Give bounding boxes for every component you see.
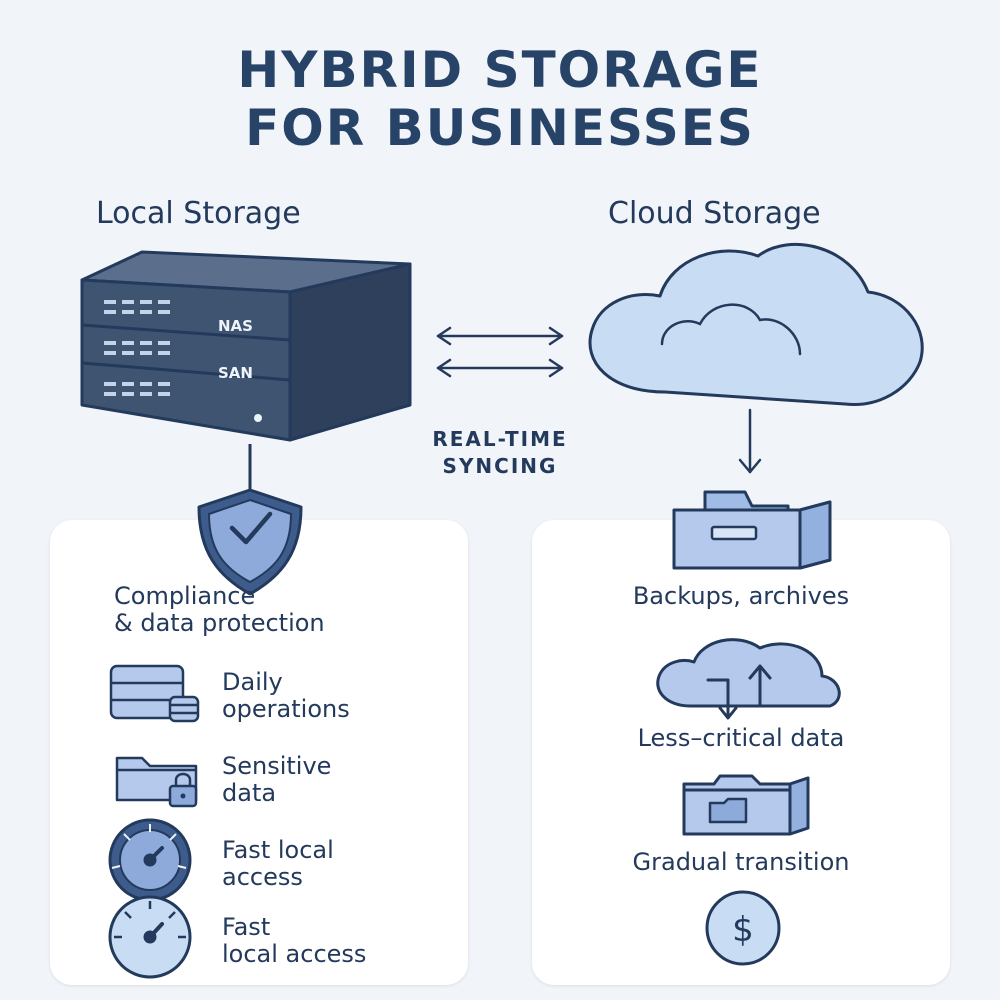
local-benefit-line-1: Compliance: [114, 582, 256, 610]
server-label-san: SAN: [218, 364, 253, 382]
local-benefit-line-2: & data protection: [114, 609, 325, 637]
local-item-daily-operations: Daily operations: [222, 669, 350, 723]
cloud-down-arrow: [738, 408, 762, 474]
local-item-line-2: access: [222, 863, 303, 891]
sync-label-line-2: SYNCING: [442, 454, 558, 478]
sync-arrows-icon: [436, 326, 564, 378]
local-item-line-2: data: [222, 779, 277, 807]
local-item-fast-local-access: Fast local access: [222, 837, 334, 891]
cloud-item-gradual-transition: Gradual transition: [632, 848, 850, 876]
sync-label-line-1: REAL-TIME: [432, 427, 568, 451]
cloud-item-backups-archives: Backups, archives: [632, 582, 850, 610]
page-title-line-1: HYBRID STORAGE: [237, 41, 763, 99]
local-item-line-1: Fast local: [222, 836, 334, 864]
local-item-line-1: Sensitive: [222, 752, 332, 780]
local-item-sensitive-data: Sensitive data: [222, 753, 331, 807]
local-item-line-2: operations: [222, 695, 350, 723]
sync-label: REAL-TIME SYNCING: [380, 426, 620, 480]
local-item-fast-local-access-2: Fast local access: [222, 914, 366, 968]
cloud-storage-heading: Cloud Storage: [608, 196, 821, 231]
cloud-storage-icon: [588, 242, 924, 406]
local-storage-heading: Local Storage: [96, 196, 301, 231]
page-title-line-2: FOR BUSINESSES: [245, 99, 755, 157]
local-item-line-2: local access: [222, 940, 367, 968]
local-item-line-1: Daily: [222, 668, 283, 696]
local-item-line-1: Fast: [222, 913, 271, 941]
local-benefit-label: Compliance & data protection: [114, 583, 325, 637]
cloud-item-less-critical-data: Less–critical data: [637, 724, 845, 752]
server-label-nas: NAS: [218, 317, 253, 335]
